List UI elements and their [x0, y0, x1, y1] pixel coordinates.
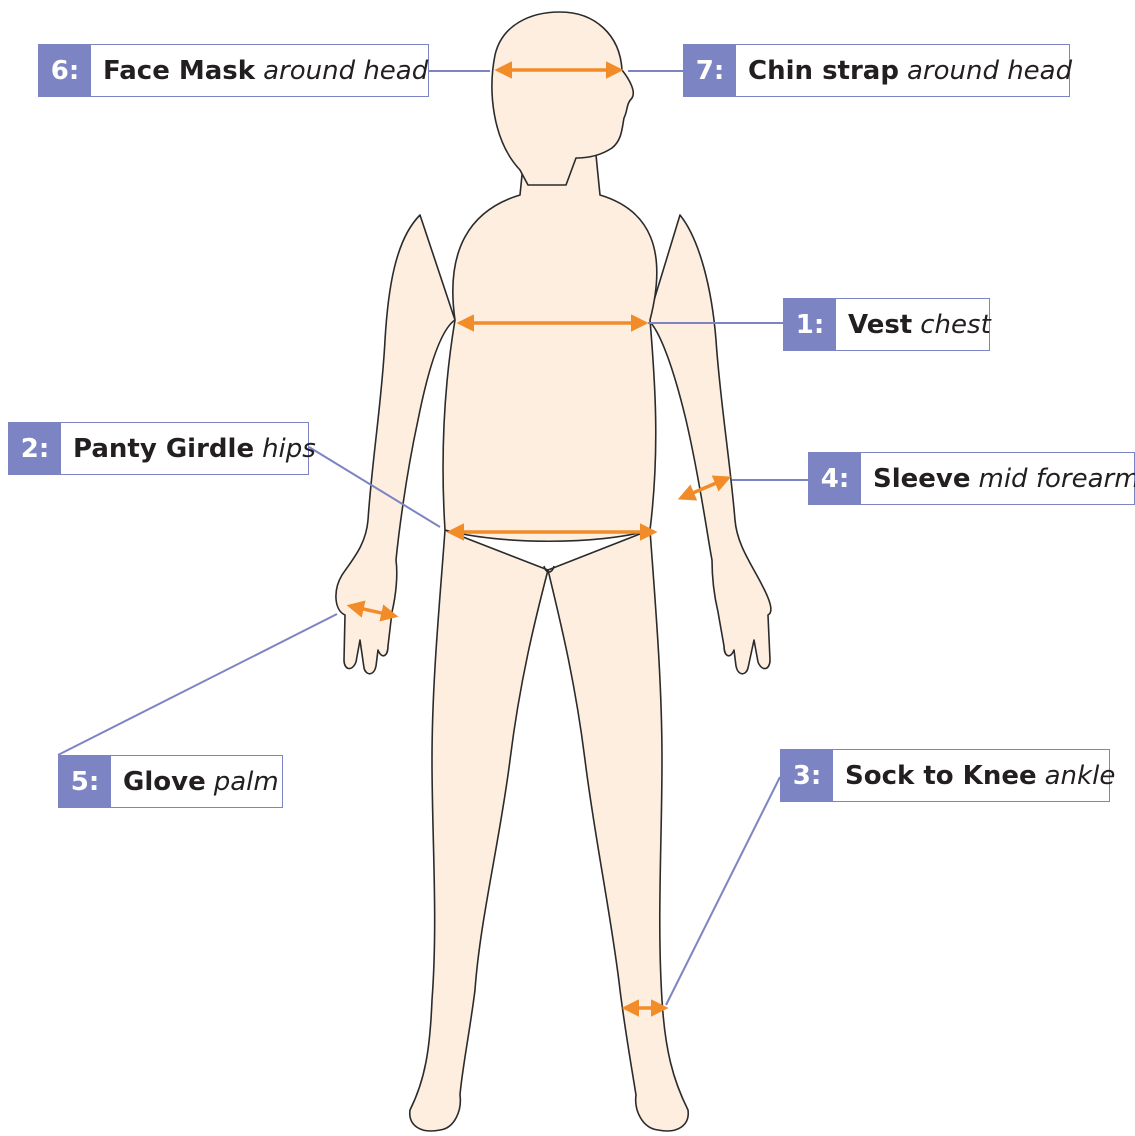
callout-item: Sleeve	[873, 464, 971, 494]
callout-number: 1:	[784, 299, 836, 350]
callout-number: 2:	[9, 423, 61, 474]
left-leg	[410, 530, 548, 1131]
torso	[443, 145, 657, 541]
callout-location: chest	[920, 310, 991, 340]
callout-number: 7:	[684, 45, 736, 96]
callout-number: 5:	[59, 756, 111, 807]
callout-location: mid forearm	[979, 464, 1135, 494]
callout-sleeve: 4: Sleeve mid forearm	[808, 452, 1135, 505]
callout-number: 4:	[809, 453, 861, 504]
callout-face-mask: 6: Face Mask around head	[38, 44, 429, 97]
callout-item: Chin strap	[748, 56, 899, 86]
body-silhouette	[336, 12, 771, 1131]
callout-item: Face Mask	[103, 56, 255, 86]
callout-location: ankle	[1045, 761, 1116, 791]
callout-number: 6:	[39, 45, 91, 96]
callout-item: Panty Girdle	[73, 434, 254, 464]
callout-location: palm	[214, 767, 279, 797]
head	[492, 12, 633, 185]
callout-glove: 5: Glove palm	[58, 755, 283, 808]
leader-lines	[58, 71, 808, 1005]
callout-panty-girdle: 2: Panty Girdle hips	[8, 422, 309, 475]
callout-vest: 1: Vest chest	[783, 298, 990, 351]
callout-sock-to-knee: 3: Sock to Knee ankle	[780, 749, 1110, 802]
leader-glove	[58, 614, 337, 755]
right-leg	[548, 530, 688, 1131]
callout-location: around head	[907, 56, 1072, 86]
leader-sock	[666, 777, 780, 1005]
left-arm	[336, 215, 455, 674]
callout-number: 3:	[781, 750, 833, 801]
callout-location: around head	[263, 56, 428, 86]
callout-chin-strap: 7: Chin strap around head	[683, 44, 1070, 97]
callout-location: hips	[262, 434, 316, 464]
callout-item: Glove	[123, 767, 206, 797]
callout-item: Sock to Knee	[845, 761, 1037, 791]
right-arm	[648, 215, 771, 674]
callout-item: Vest	[848, 310, 912, 340]
